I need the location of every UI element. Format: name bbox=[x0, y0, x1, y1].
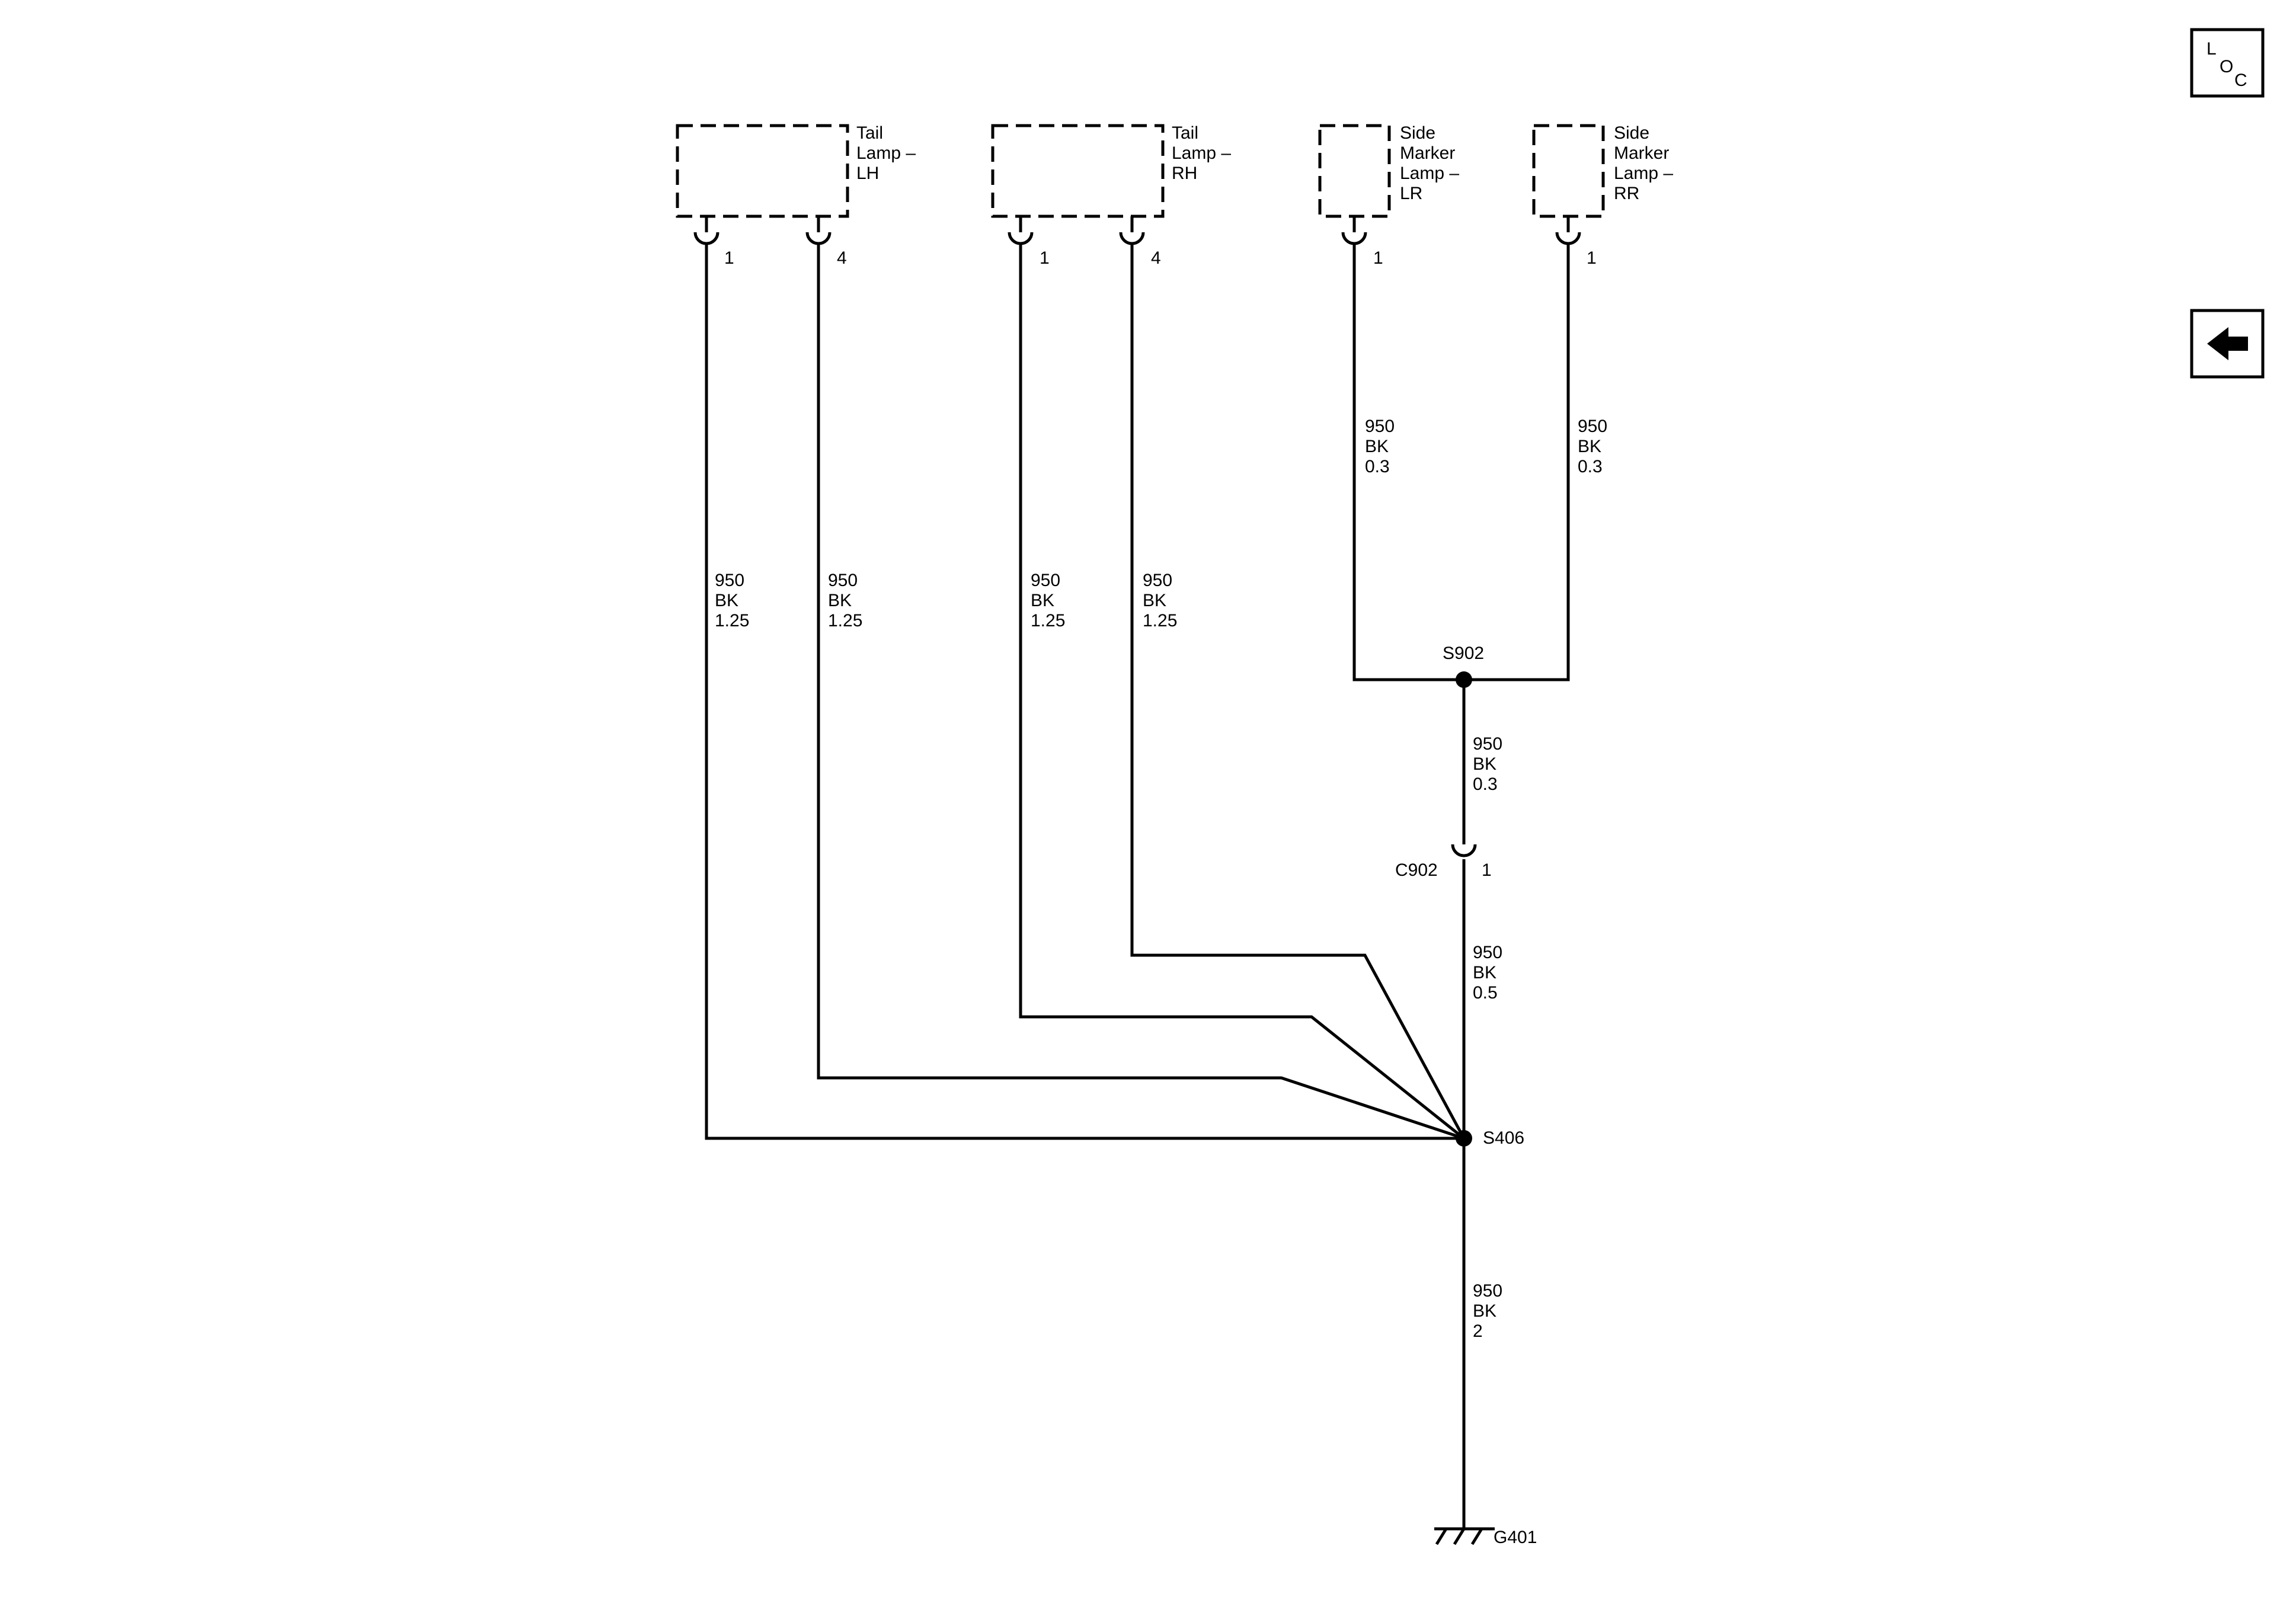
wire-tail-lh-1[interactable] bbox=[705, 243, 1464, 1140]
splice-dot bbox=[1456, 671, 1472, 688]
wire-label-s406-g401: 950 BK 2 bbox=[1473, 1281, 1507, 1341]
pin-terminals: 1 4 1 4 1 1 bbox=[693, 216, 1597, 268]
back-button[interactable] bbox=[2190, 309, 2265, 379]
splice-s902-label: S902 bbox=[1443, 644, 1484, 663]
ground-g401[interactable]: G401 bbox=[1434, 1527, 1537, 1547]
pin-label: 4 bbox=[837, 248, 847, 268]
tail-lamp-rh-label: Tail Lamp – RH bbox=[1172, 123, 1236, 183]
wires bbox=[705, 243, 1570, 1529]
side-marker-lamp-rr-label: Side Marker Lamp – RR bbox=[1614, 123, 1678, 203]
loc-button-frame bbox=[2190, 28, 2265, 98]
wire-label-tail-rh-1: 950 BK 1.25 bbox=[1031, 571, 1065, 630]
splice-dot bbox=[1456, 1130, 1472, 1147]
side-marker-lamp-rr-box bbox=[1532, 124, 1605, 218]
component-side-marker-lamp-rr[interactable]: Side Marker Lamp – RR bbox=[1532, 123, 1678, 218]
wire-label-tail-lh-1: 950 BK 1.25 bbox=[715, 571, 749, 630]
wire-tail-rh-1[interactable] bbox=[1019, 243, 1465, 1140]
wire-labels: 950 BK 1.25 950 BK 1.25 950 BK 1.25 950 … bbox=[715, 417, 1612, 1341]
pin-side-lr-1[interactable]: 1 bbox=[1341, 216, 1383, 268]
ground-g401-label: G401 bbox=[1494, 1528, 1537, 1547]
pin-side-rr-1[interactable]: 1 bbox=[1555, 216, 1597, 268]
component-tail-lamp-rh[interactable]: Tail Lamp – RH bbox=[991, 123, 1236, 218]
splice-s406-label: S406 bbox=[1483, 1128, 1524, 1148]
wire-tail-lh-4[interactable] bbox=[817, 243, 1464, 1140]
connector-c902-pin: 1 bbox=[1482, 860, 1492, 880]
component-side-marker-lamp-lr[interactable]: Side Marker Lamp – LR bbox=[1318, 123, 1464, 218]
wire-label-s902-c902: 950 BK 0.3 bbox=[1473, 734, 1507, 794]
pin-label: 1 bbox=[1040, 248, 1050, 268]
tail-lamp-lh-label: Tail Lamp – LH bbox=[856, 123, 920, 183]
loc-button[interactable]: L O C bbox=[2190, 28, 2265, 98]
loc-letter: O bbox=[2220, 57, 2233, 76]
wire-side-lr-1[interactable] bbox=[1352, 243, 1464, 681]
left-arrow-icon bbox=[2207, 327, 2248, 360]
splice-s406[interactable]: S406 bbox=[1456, 1128, 1524, 1148]
pin-tail-lh-4[interactable]: 4 bbox=[805, 216, 847, 268]
pin-label: 4 bbox=[1151, 248, 1161, 268]
tail-lamp-lh-box bbox=[676, 124, 849, 218]
connector-c902[interactable]: C902 1 bbox=[1395, 828, 1492, 880]
tail-lamp-rh-box bbox=[991, 124, 1165, 218]
wire-label-c902-s406: 950 BK 0.5 bbox=[1473, 943, 1507, 1003]
wire-label-side-lr-1: 950 BK 0.3 bbox=[1365, 417, 1399, 476]
wire-label-side-rr-1: 950 BK 0.3 bbox=[1578, 417, 1612, 476]
pin-label: 1 bbox=[1587, 248, 1597, 268]
splice-s902[interactable]: S902 bbox=[1443, 644, 1484, 688]
wire-side-rr-1[interactable] bbox=[1464, 243, 1570, 681]
connector-c902-label: C902 bbox=[1395, 860, 1438, 880]
side-marker-lamp-lr-label: Side Marker Lamp – LR bbox=[1400, 123, 1464, 203]
component-tail-lamp-lh[interactable]: Tail Lamp – LH bbox=[676, 123, 920, 218]
connector-cup bbox=[1451, 844, 1477, 857]
pin-tail-rh-1[interactable]: 1 bbox=[1008, 216, 1050, 268]
loc-letter: C bbox=[2234, 71, 2247, 90]
pin-tail-lh-1[interactable]: 1 bbox=[693, 216, 734, 268]
side-marker-lamp-lr-box bbox=[1318, 124, 1391, 218]
pin-label: 1 bbox=[724, 248, 734, 268]
pin-label: 1 bbox=[1373, 248, 1383, 268]
loc-letter: L bbox=[2207, 39, 2217, 59]
wire-tail-rh-4[interactable] bbox=[1130, 243, 1466, 1140]
pin-tail-rh-4[interactable]: 4 bbox=[1119, 216, 1161, 268]
wire-label-tail-lh-4: 950 BK 1.25 bbox=[828, 571, 862, 630]
wire-label-tail-rh-4: 950 BK 1.25 bbox=[1143, 571, 1177, 630]
